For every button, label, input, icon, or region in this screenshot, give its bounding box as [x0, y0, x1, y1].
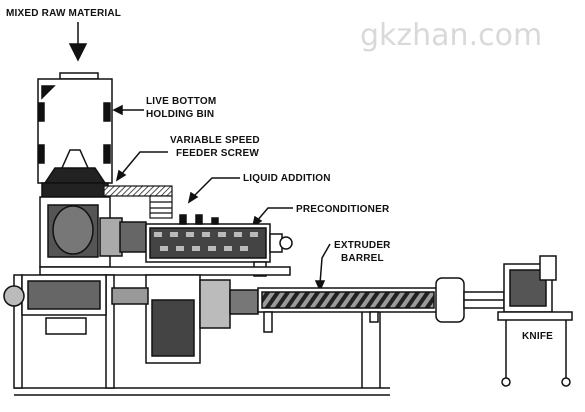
label-knife: KNIFE [522, 331, 553, 342]
holding-bin [37, 72, 113, 198]
label-feeder-1: VARIABLE SPEED [170, 135, 260, 146]
label-feeder-2: FEEDER SCREW [176, 148, 259, 159]
label-mixed-raw-material: MIXED RAW MATERIAL [6, 8, 121, 19]
label-preconditioner: PRECONDITIONER [296, 204, 390, 215]
die-housing [435, 277, 505, 323]
gearbox [111, 274, 259, 364]
label-extruder-1: EXTRUDER [334, 240, 391, 251]
label-holding-bin-2: HOLDING BIN [146, 109, 214, 120]
main-motor [3, 274, 107, 335]
label-extruder-2: BARREL [341, 253, 384, 264]
watermark-text: gkzhan.com [360, 18, 542, 53]
main-frame [13, 266, 390, 396]
drive-frame [39, 196, 147, 268]
extruder-barrel [257, 287, 439, 333]
knife-assembly [497, 255, 573, 387]
feeder-screw [103, 185, 173, 219]
label-liquid-addition: LIQUID ADDITION [243, 173, 331, 184]
label-holding-bin-1: LIVE BOTTOM [146, 96, 216, 107]
preconditioner [145, 214, 293, 277]
